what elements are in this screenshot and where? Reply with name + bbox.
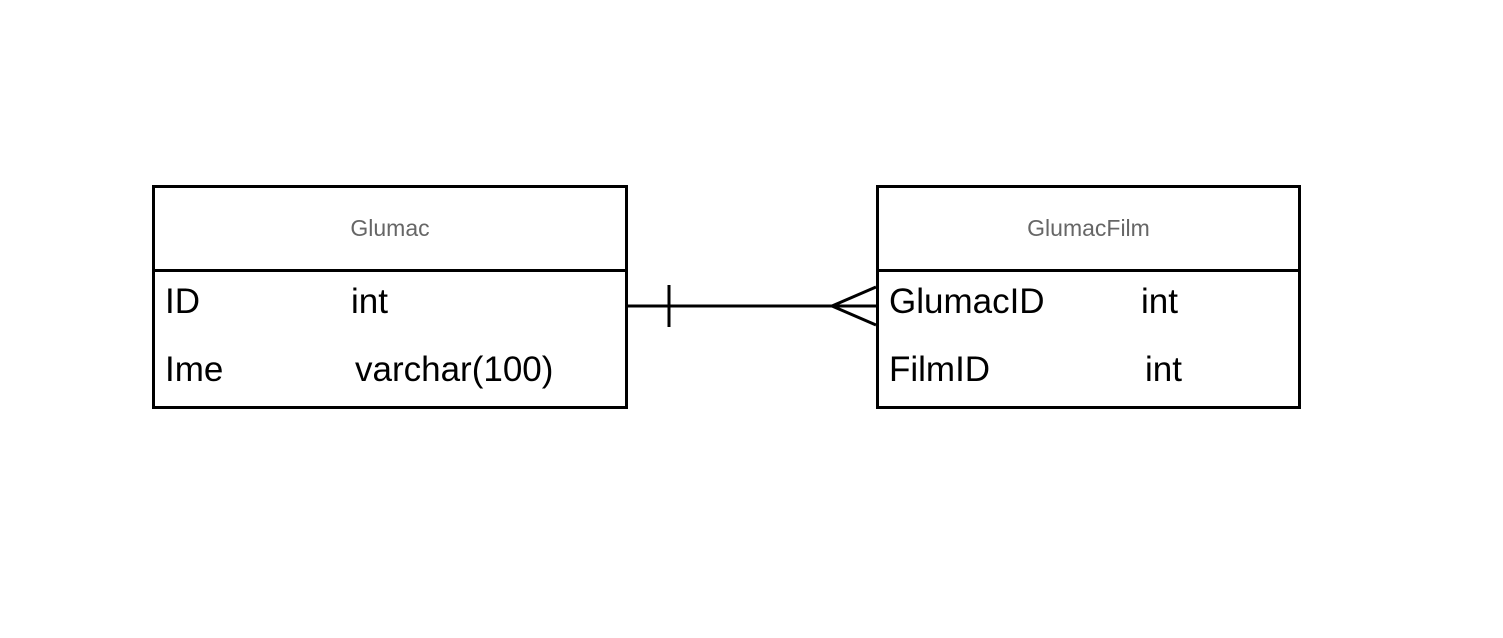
entity-glumac[interactable]: Glumac ID int Ime varchar(100) [152,185,628,409]
many-cardinality-lower-prong [831,304,877,327]
many-cardinality-upper-prong [831,285,877,308]
attribute-name: ID [165,282,200,321]
entity-attributes-glumacfilm: GlumacID int FilmID int [879,272,1298,406]
attribute-row-glumacid[interactable]: GlumacID int [879,282,1298,322]
attribute-row-id[interactable]: ID int [155,282,625,322]
attribute-row-filmid[interactable]: FilmID int [879,350,1298,390]
attribute-type: int [1145,350,1182,389]
attribute-name: Ime [165,350,224,389]
entity-title-glumac: Glumac [155,188,625,272]
entity-attributes-glumac: ID int Ime varchar(100) [155,272,625,406]
attribute-type: int [1141,282,1178,321]
entity-title-glumacfilm: GlumacFilm [879,188,1298,272]
attribute-type: int [351,282,388,321]
attribute-name: FilmID [889,350,991,389]
attribute-type: varchar(100) [355,350,554,389]
entity-glumacfilm[interactable]: GlumacFilm GlumacID int FilmID int [876,185,1301,409]
attribute-row-ime[interactable]: Ime varchar(100) [155,350,625,390]
attribute-name: GlumacID [889,282,1045,321]
